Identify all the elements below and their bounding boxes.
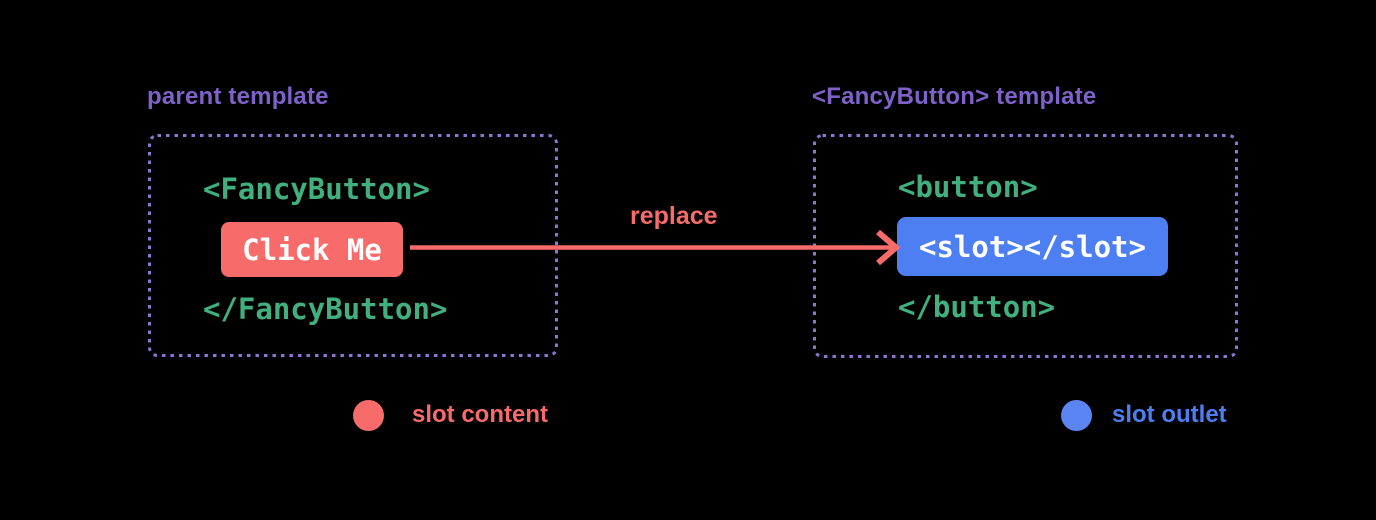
slot-outlet-box: <slot></slot> — [897, 217, 1168, 276]
fancybutton-template-title: <FancyButton> template — [812, 83, 1097, 110]
legend-label-slot-content: slot content — [412, 401, 548, 428]
parent-code-open: <FancyButton> — [203, 172, 430, 206]
fancybutton-code-close: </button> — [898, 290, 1056, 324]
dashed-border — [148, 134, 558, 357]
parent-code-close: </FancyButton> — [203, 292, 448, 326]
parent-template-title: parent template — [147, 83, 329, 110]
fancybutton-code-open: <button> — [898, 170, 1038, 204]
parent-template-box — [148, 134, 558, 357]
slot-content-dot-icon — [353, 399, 384, 431]
legend-item-slot-outlet: slot outlet — [1061, 399, 1227, 431]
legend-item-slot-content: slot content — [353, 399, 548, 431]
legend-label-slot-outlet: slot outlet — [1112, 401, 1227, 428]
replace-arrow — [410, 229, 901, 266]
replace-label: replace — [630, 202, 718, 230]
slot-outlet-dot-icon — [1061, 399, 1092, 431]
click-me-button: Click Me — [221, 222, 403, 277]
